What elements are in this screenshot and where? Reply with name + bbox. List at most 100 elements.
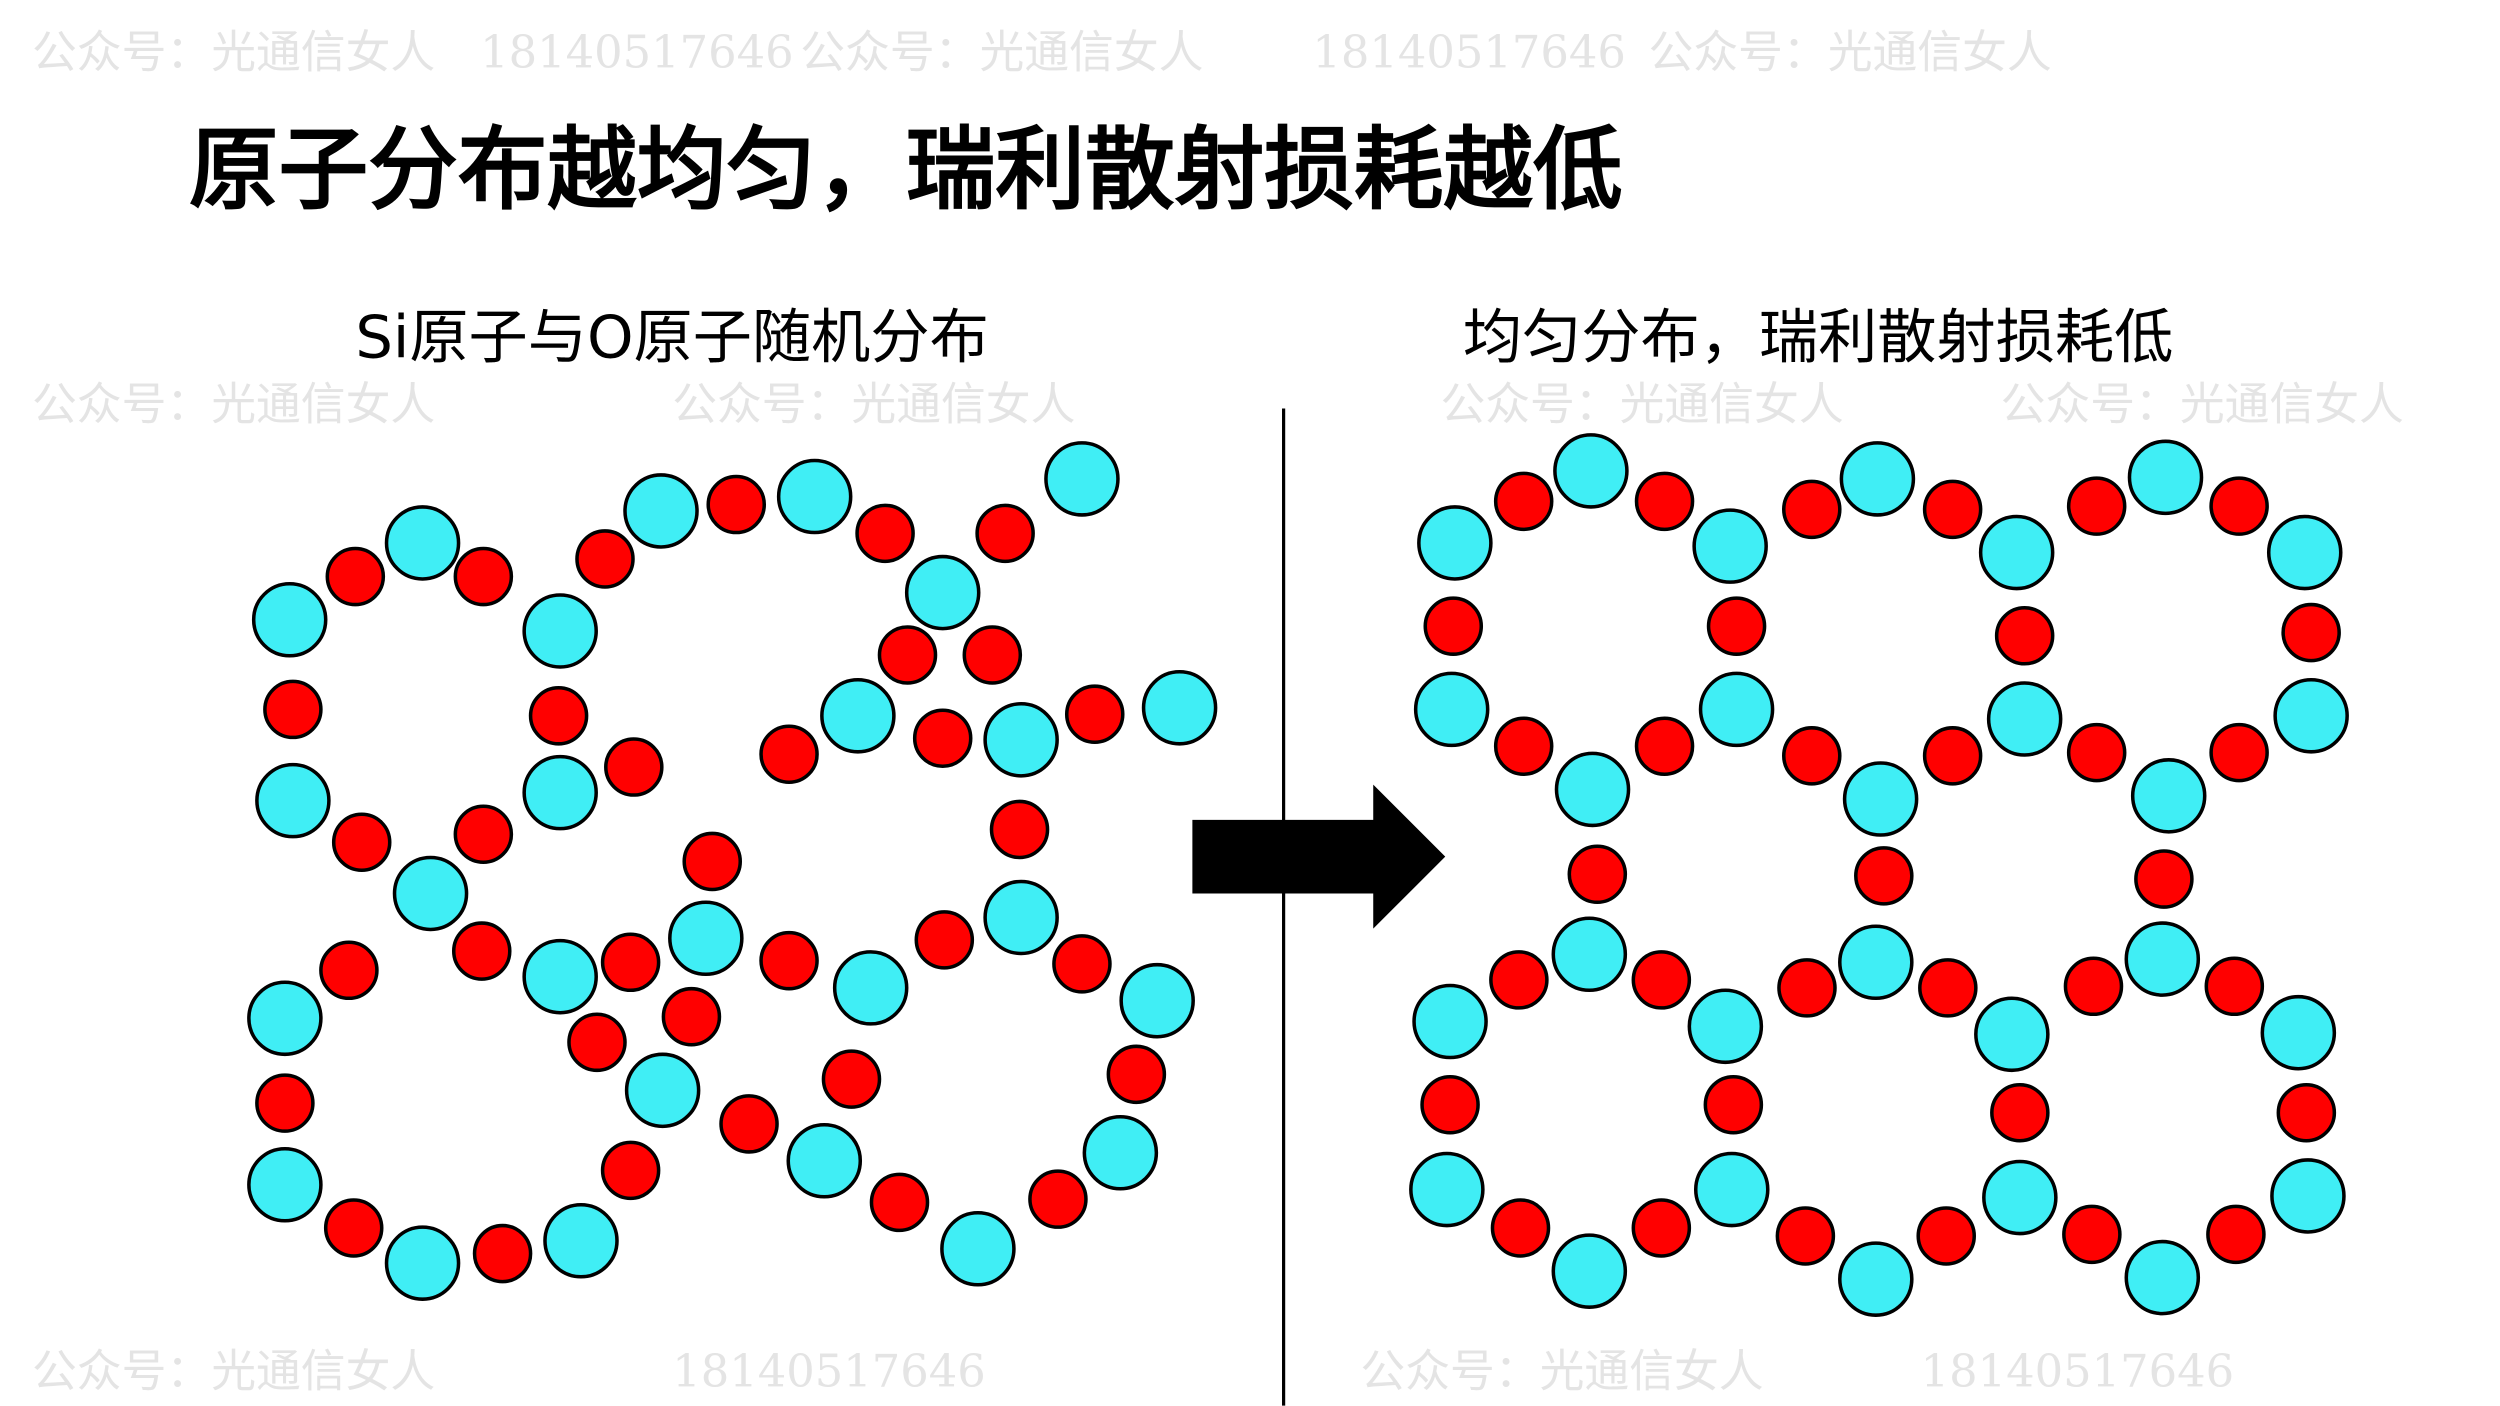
si-atom [1838,1241,1914,1317]
si-atom [820,678,896,754]
slide-title: 原子分布越均匀，瑞利散射损耗越低 [189,118,1623,222]
o-atom [2206,1204,2266,1265]
right-caption: 均匀分布，瑞利散射损耗低 [1463,302,2173,371]
o-atom [989,799,1050,860]
o-atom [263,679,323,740]
si-atom [1693,1151,1770,1228]
o-atom [1854,846,1914,906]
si-atom [1553,433,1629,509]
o-atom [1634,716,1695,776]
o-atom [1567,844,1628,905]
o-atom [1634,471,1695,532]
o-atom [2209,476,2269,536]
watermark-account: 公众号：光通信女人 [1649,26,2052,79]
o-atom [759,930,819,991]
si-atom [2124,1239,2201,1316]
watermark-account: 公众号：光通信女人 [2001,378,2404,431]
si-atom [384,1225,461,1301]
si-atom [1842,761,1919,837]
si-atom [1119,962,1195,1039]
si-atom [1982,1159,2058,1236]
si-atom [776,458,853,535]
watermark-account: 公众号：光通信女人 [800,26,1203,79]
si-atom [1838,924,1914,1001]
o-atom [1922,726,1983,786]
si-atom [1413,671,1490,748]
si-atom [983,702,1059,778]
right-arrow-icon [1192,784,1446,929]
o-atom [604,737,664,797]
o-atom [1916,1206,1976,1266]
si-atom [1409,1151,1485,1228]
o-atom [2063,956,2124,1017]
si-atom [1044,441,1120,517]
o-atom [682,831,742,892]
watermark-account: 公众号：光通信女人 [1360,1344,1763,1397]
o-atom [2276,1082,2337,1143]
o-atom [1493,716,1554,776]
o-atom [453,804,514,865]
uniform-atom-network [1409,433,2349,1317]
si-atom [668,900,744,977]
si-atom [786,1122,863,1199]
o-atom [331,812,392,873]
o-atom [759,724,819,784]
si-atom [384,505,461,581]
watermark-phone: 18140517646 [1921,1344,2235,1397]
watermark-account: 公众号：光通信女人 [1440,378,1843,431]
si-atom [1687,988,1764,1065]
o-atom [877,625,938,685]
si-atom [2124,921,2201,997]
si-atom [1839,441,1916,517]
si-atom [1554,751,1631,828]
si-atom [392,855,469,932]
o-atom [451,921,512,981]
si-atom [1082,1114,1159,1191]
si-atom [940,1211,1016,1287]
o-atom [2281,602,2341,663]
o-atom [255,1073,315,1133]
o-atom [1106,1044,1167,1105]
o-atom [323,1198,384,1258]
si-atom [522,754,598,831]
si-atom [1986,681,2063,757]
si-atom [904,554,981,631]
o-atom [1028,1169,1088,1229]
si-atom [255,762,331,839]
o-atom [2062,1204,2122,1265]
o-atom [2066,476,2127,536]
watermark-account: 公众号：光通信女人 [672,378,1075,431]
si-atom [1551,1233,1628,1309]
random-atom-network [247,441,1218,1301]
o-atom [472,1223,533,1284]
watermark-account: 公众号：光通信女人 [32,1344,435,1397]
watermark-phone: 18140517646 [480,26,794,79]
o-atom [869,1172,930,1233]
si-atom [543,1203,619,1279]
si-atom [522,938,598,1015]
o-atom [1994,606,2055,666]
o-atom [962,625,1023,685]
o-atom [1423,596,1484,656]
si-atom [1141,670,1218,746]
o-atom [821,1049,882,1109]
o-atom [567,1012,627,1073]
left-caption: Si原子与O原子随机分布 [355,302,988,371]
o-atom [1489,950,1549,1010]
si-atom [2270,1158,2346,1234]
watermark-account: 公众号：光通信女人 [32,26,435,79]
o-atom [2204,956,2265,1017]
o-atom [1631,1198,1692,1258]
si-atom [1978,514,2055,591]
o-atom [855,503,915,564]
o-atom [1493,471,1554,532]
o-atom [1064,684,1125,744]
o-atom [1706,596,1767,656]
o-atom [453,546,514,607]
o-atom [1782,479,1842,540]
si-atom [2260,994,2337,1071]
o-atom [1777,958,1837,1018]
o-atom [719,1094,779,1154]
si-atom [1412,983,1488,1060]
si-atom [2127,439,2204,516]
